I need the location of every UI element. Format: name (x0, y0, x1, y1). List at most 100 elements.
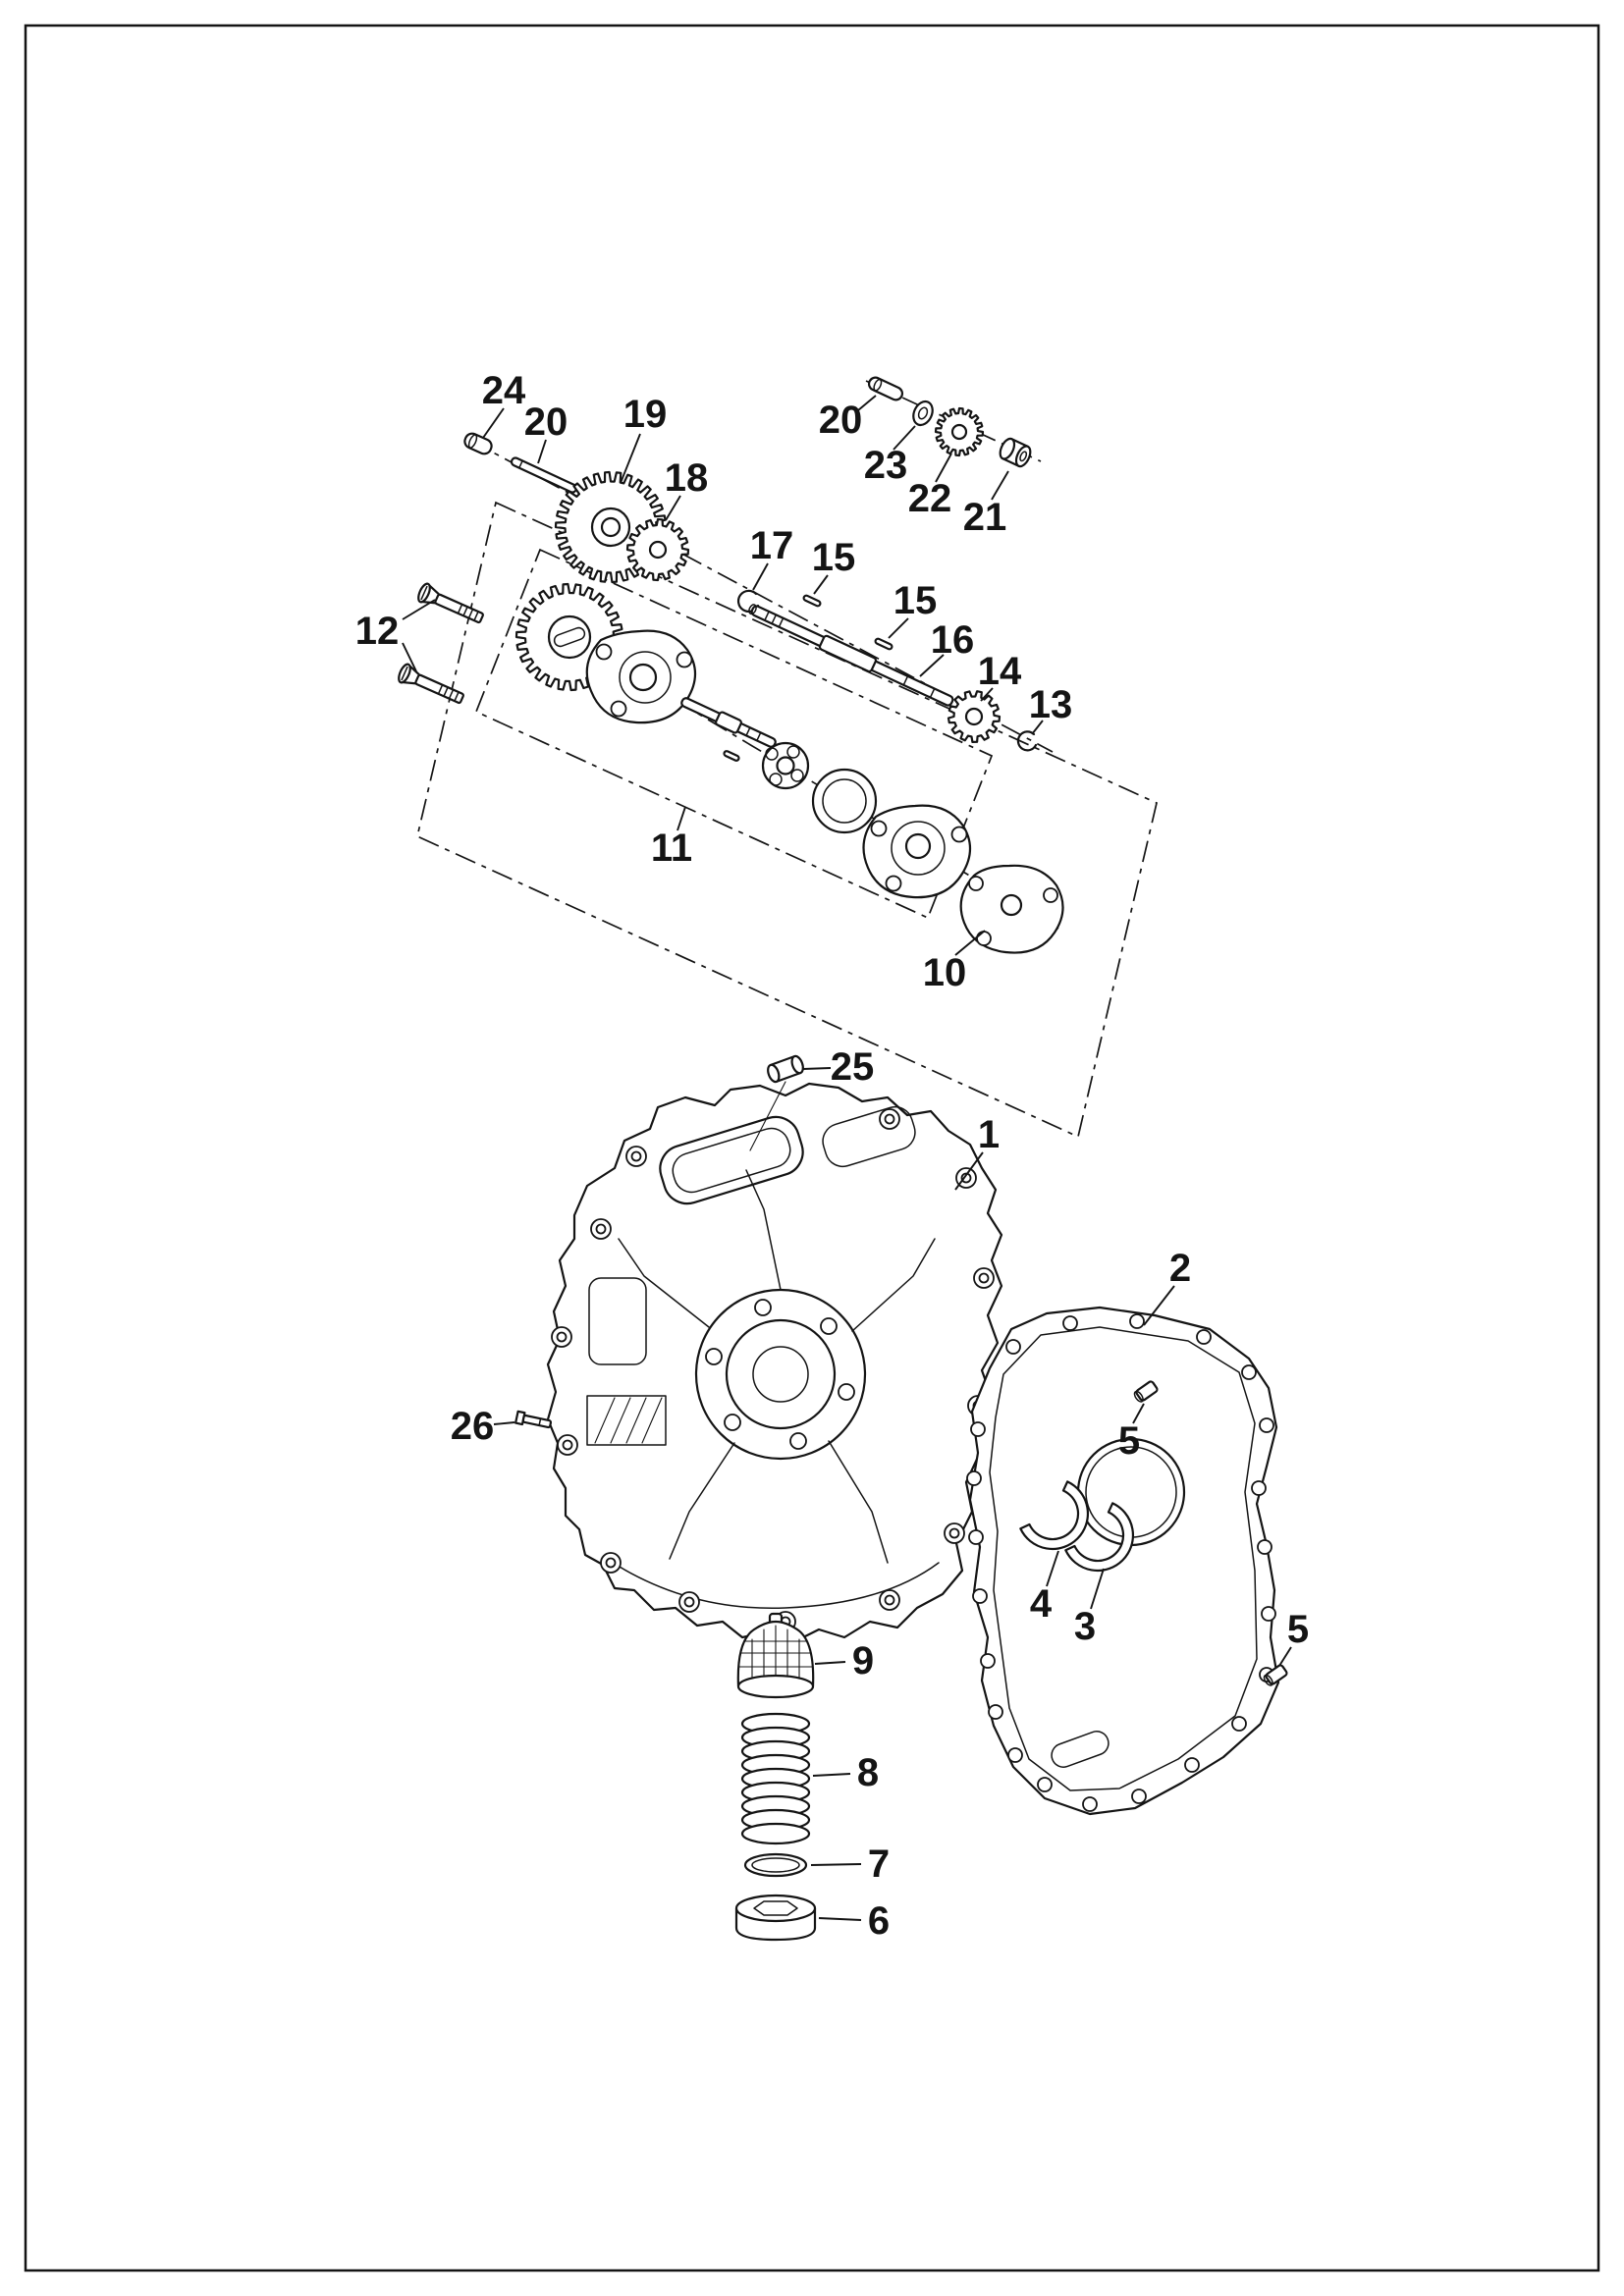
bearing-shell-4 (1019, 1480, 1090, 1551)
hole (754, 1299, 772, 1316)
plug-25 (749, 1054, 804, 1151)
leader-line-24 (482, 407, 505, 439)
hole (1129, 1313, 1145, 1329)
hole (884, 1113, 895, 1125)
leader-line-17 (752, 562, 769, 591)
hole (988, 1704, 1003, 1720)
bore-bolt-holes (705, 1299, 855, 1450)
hole (966, 1470, 982, 1486)
hole (1082, 1796, 1098, 1812)
page-border (24, 24, 1600, 2272)
callout-26: 26 (451, 1405, 495, 1448)
hole (1005, 1339, 1021, 1355)
hole (968, 1529, 984, 1545)
hole (724, 1414, 741, 1431)
pin-20-right (867, 376, 904, 401)
leader-line-5-top (1132, 1403, 1145, 1424)
gear-18 (625, 517, 690, 582)
callout-9: 9 (852, 1639, 874, 1682)
hole (630, 1150, 642, 1162)
callout-5-top: 5 (1118, 1419, 1140, 1463)
shaft-20-left (510, 456, 578, 494)
strainer-cap-6 (734, 1894, 817, 1942)
hole (972, 1588, 988, 1604)
leader-line-22 (935, 453, 952, 483)
callout-21: 21 (963, 496, 1007, 539)
callout-24: 24 (482, 369, 526, 412)
leader-line-6 (818, 1917, 862, 1921)
hole (683, 1596, 695, 1608)
o-ring-7 (743, 1852, 808, 1878)
leader-line-15-a (813, 574, 829, 595)
outer-assembly-boundary (416, 501, 1158, 1139)
hole (1196, 1329, 1212, 1345)
callout-22: 22 (908, 477, 952, 520)
callout-15-b: 15 (893, 579, 938, 622)
hole (595, 1223, 607, 1235)
leader-line-3 (1090, 1568, 1105, 1610)
crankcase-1 (546, 1082, 1003, 1643)
spring-8 (740, 1712, 811, 1845)
leader-line-12 (402, 642, 417, 672)
leader-line-18 (665, 495, 681, 521)
gear-14 (947, 690, 1001, 743)
plug-24 (463, 432, 493, 455)
pin-26 (514, 1410, 553, 1429)
hole (1184, 1757, 1200, 1773)
hole (884, 1594, 895, 1606)
leader-line-11 (677, 806, 686, 831)
hole (1037, 1777, 1053, 1792)
callout-1: 1 (978, 1113, 1000, 1156)
pump-cover-10 (959, 864, 1064, 954)
washer-23 (912, 400, 934, 427)
callout-7: 7 (868, 1842, 890, 1886)
callout-13: 13 (1029, 683, 1073, 726)
leader-line-26 (493, 1421, 515, 1425)
callout-16: 16 (931, 618, 975, 662)
oil-pump-body-front (585, 629, 697, 724)
callout-20-right: 20 (819, 399, 863, 442)
spring-coil (740, 1822, 811, 1845)
callout-5-bottom: 5 (1287, 1608, 1309, 1651)
pump-driveshaft (680, 697, 777, 748)
leader-line-21 (991, 470, 1009, 501)
callout-20-left: 20 (524, 400, 568, 444)
hole (1259, 1417, 1274, 1433)
leader-line-10 (954, 930, 986, 956)
hole (1241, 1364, 1257, 1380)
hole (1261, 1606, 1276, 1622)
pin-15-a (802, 594, 822, 608)
hole (838, 1383, 855, 1401)
hole (556, 1331, 568, 1343)
leader-line-8 (812, 1773, 851, 1777)
callout-12: 12 (355, 610, 400, 653)
leader-line-9 (814, 1661, 846, 1665)
hole (562, 1439, 573, 1451)
screw-12-bottom (398, 663, 464, 705)
case-bolt-holes (556, 1113, 990, 1628)
oil-strainer-9 (736, 1612, 815, 1699)
leader-line-14 (980, 687, 994, 702)
callout-14: 14 (978, 650, 1022, 693)
shaft-16 (748, 604, 954, 707)
hole (978, 1272, 990, 1284)
leader-line-7 (810, 1863, 862, 1866)
oil-pump-body-rear (862, 804, 972, 899)
leader-line-20-right (857, 395, 877, 411)
callout-25: 25 (831, 1045, 875, 1089)
hole (970, 1421, 986, 1437)
gear-22 (934, 406, 985, 457)
callout-8: 8 (857, 1751, 879, 1794)
leader-line-23 (893, 425, 916, 451)
hole (1231, 1716, 1247, 1732)
callout-18: 18 (665, 456, 709, 500)
callout-10: 10 (923, 951, 967, 994)
cover-plate-2 (966, 1306, 1280, 1816)
leader-line-2 (1143, 1285, 1175, 1326)
cover-slot (1051, 1731, 1110, 1768)
hole (1062, 1315, 1078, 1331)
callout-19: 19 (623, 393, 668, 436)
